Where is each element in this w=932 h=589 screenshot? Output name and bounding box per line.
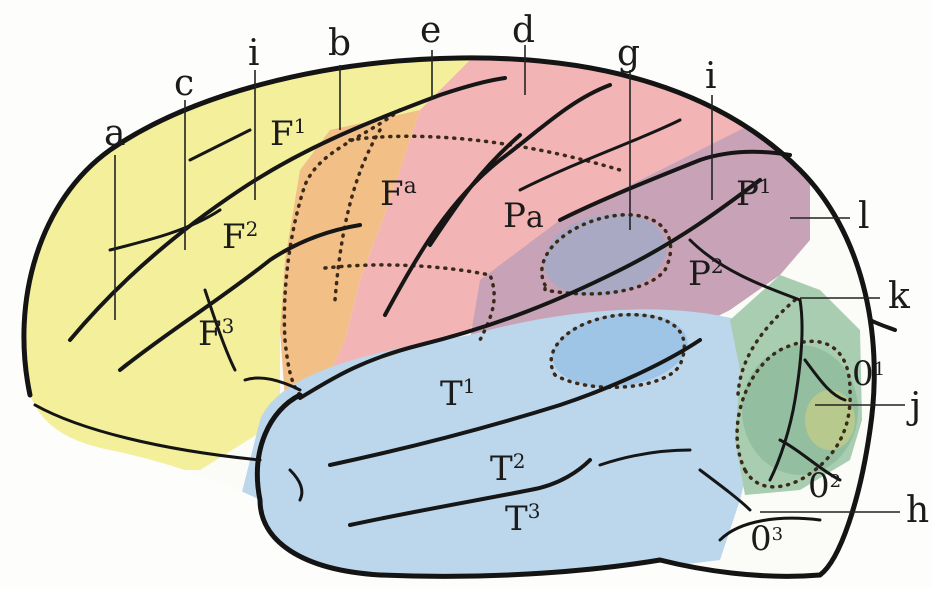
label-Pa: Pa xyxy=(503,196,544,236)
pointer-letter-g: g xyxy=(617,33,640,74)
pointer-letter-k: k xyxy=(888,276,911,317)
pointer-letter-e: e xyxy=(420,10,441,51)
pointer-letter-i-right: i xyxy=(705,56,717,97)
pointer-letter-b: b xyxy=(328,23,351,64)
pointer-letter-c: c xyxy=(174,63,194,104)
occipital-yellow-tint xyxy=(805,390,855,450)
pointer-letter-d: d xyxy=(512,10,535,51)
pointer-letter-a: a xyxy=(104,113,125,154)
pointer-letter-l: l xyxy=(858,196,870,237)
label-O1: 01 xyxy=(852,354,885,394)
pointer-letter-i-left: i xyxy=(248,33,260,74)
pointer-letter-j: j xyxy=(906,386,921,427)
pointer-letter-h: h xyxy=(906,490,929,531)
